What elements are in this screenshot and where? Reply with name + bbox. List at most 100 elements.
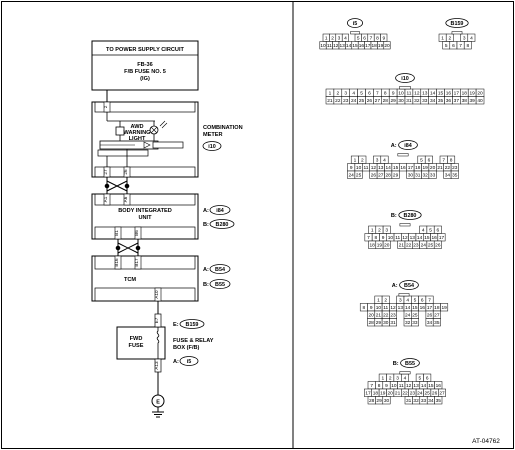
ground-label: E [156, 400, 160, 406]
connector-b54-pin-18: 18 [434, 305, 440, 311]
connector-i5-pin-2: 2 [331, 36, 334, 42]
twisted-wires-1 [104, 177, 130, 194]
connector-b280-pin-24: 24 [421, 243, 427, 249]
connector-i5-pin-1: 1 [325, 36, 328, 42]
tcm-pin-b16: B16 [114, 258, 119, 267]
connector-i5-name: i5 [353, 21, 358, 27]
connector-i10-pin-17: 17 [454, 91, 460, 97]
connector-i10-pin-28: 28 [383, 98, 389, 104]
connector-i10-pin-11: 11 [406, 91, 411, 97]
connector-i10-pin-14: 14 [430, 91, 436, 97]
connector-i10-pin-4: 4 [352, 91, 355, 97]
connector-b280-pin-20: 20 [384, 243, 390, 249]
connector-i10-pin-29: 29 [390, 98, 396, 104]
connector-b54-pin-23: 23 [390, 313, 396, 319]
connector-i84-pin-25: 25 [356, 173, 362, 179]
connector-i10-pin-8: 8 [384, 91, 387, 97]
connector-i10-pin-30: 30 [398, 98, 404, 104]
connector-b54-pin-25: 25 [412, 313, 418, 319]
connector-i10-pin-26: 26 [367, 98, 373, 104]
connector-i10-name: i10 [401, 76, 409, 82]
connector-i10-pin-2: 2 [337, 91, 340, 97]
connector-b54-cell [389, 318, 397, 327]
connector-i5-pin-15: 15 [352, 43, 358, 49]
bcu-conn-b-prefix: B: [203, 222, 209, 228]
connector-b55-pin-2: 2 [389, 376, 392, 382]
connector-b55-pin-35: 35 [436, 398, 442, 404]
connector-b280-pin-8: 8 [374, 235, 377, 241]
connector-b55-pin-27: 27 [439, 391, 445, 397]
connector-i10-pin-32: 32 [414, 98, 420, 104]
connector-b55-tag [400, 358, 420, 368]
connector-i10-pin-34: 34 [430, 98, 436, 104]
connector-i84-pin-5: 5 [420, 158, 423, 164]
connector-i84-pin-13: 13 [378, 165, 384, 171]
connector-b54-pin-14: 14 [405, 305, 411, 311]
fwd-pin-a13: A13 [154, 361, 159, 370]
connector-i10-pin-22: 22 [335, 98, 341, 104]
bcu-pin-a6: A6 [123, 196, 128, 202]
connector-i84-key [397, 153, 409, 157]
connector-i84-pin-12: 12 [371, 165, 377, 171]
connector-i10-pin-3: 3 [344, 91, 347, 97]
connector-i84-pin-28: 28 [386, 173, 392, 179]
connector-b55-pin-3: 3 [396, 376, 399, 382]
signal-arrow-icon [143, 141, 151, 149]
meter-pin-26: 26 [123, 169, 128, 175]
connector-b54-pin-7: 7 [428, 298, 431, 304]
connector-i5-pin-8: 8 [376, 36, 379, 42]
connector-i84-pin-18: 18 [415, 165, 421, 171]
connector-b55-prefix: B: [393, 361, 399, 367]
connector-b280-key [399, 223, 411, 227]
fwd-conn-a-prefix: A: [173, 359, 179, 365]
connector-i5-pin-6: 6 [363, 36, 366, 42]
connector-b280-cell [433, 240, 442, 249]
connector-b55-pin-22: 22 [402, 391, 408, 397]
connector-i84-pin-29: 29 [393, 173, 399, 179]
connector-i5-key [350, 31, 360, 35]
connector-b159-name: B159 [451, 21, 464, 27]
connector-i5-pin-7: 7 [370, 36, 373, 42]
twisted-wires-2 [115, 239, 141, 256]
connector-b55-pin-33: 33 [421, 398, 427, 404]
connector-i84-pin-32: 32 [423, 173, 429, 179]
connector-i84-pin-8: 8 [450, 158, 453, 164]
fuse-symbol-icon [156, 327, 160, 347]
connector-b55-key [399, 371, 411, 375]
bcu-conn-a-label: i84 [216, 208, 224, 214]
connector-b280-pin-19: 19 [377, 243, 383, 249]
connector-b280-pin-14: 14 [417, 235, 423, 241]
connector-i10-pin-19: 19 [469, 91, 475, 97]
connector-i84-pin-24: 24 [349, 173, 355, 179]
combination-meter: 2 AWD WARNING LIGHT 27 26 [91, 101, 199, 178]
connector-i84-prefix: A: [391, 143, 397, 149]
bcu-conn-a-tag: i84 [209, 205, 231, 215]
bcu-conn-b-tag: B280 [209, 219, 235, 229]
connector-b55-pin-19: 19 [380, 391, 386, 397]
power-supply-title: TO POWER SUPPLY CIRCUIT [106, 47, 184, 53]
connector-i84-pin-27: 27 [378, 173, 384, 179]
connector-b55-pin-13: 13 [413, 383, 419, 389]
connector-i5-pin-3: 3 [338, 36, 341, 42]
warning-light-line1: AWD [130, 124, 143, 130]
fwd-fuse-box: E7 FWD FUSE A13 [116, 313, 166, 373]
connector-b54-cell [440, 303, 449, 312]
connector-b280-pin-23: 23 [413, 243, 419, 249]
connector-b54-pin-26: 26 [427, 313, 433, 319]
tcm-pin-b17: B17 [134, 258, 139, 267]
bcu-pin-b1: B1 [114, 230, 119, 236]
connector-b54-tag [399, 280, 419, 290]
connector-i84-pin-1: 1 [354, 158, 357, 164]
connector-b54-pin-27: 27 [434, 313, 440, 319]
connector-i5-pin-11: 11 [327, 43, 332, 49]
connector-b280-pin-21: 21 [399, 243, 405, 249]
connector-b55-pin-28: 28 [369, 398, 375, 404]
connector-i84-pin-30: 30 [408, 173, 414, 179]
connector-i10-pin-31: 31 [406, 98, 412, 104]
connector-i84-pin-22: 22 [445, 165, 451, 171]
connector-i10-pin-38: 38 [462, 98, 468, 104]
tcm-title: TCM [124, 277, 136, 283]
connector-b280-pin-3: 3 [385, 228, 388, 234]
